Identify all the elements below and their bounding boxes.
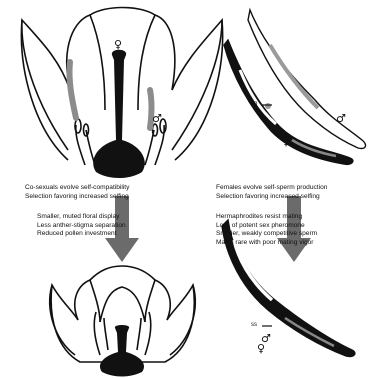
left-outcome-2: Less anther-stigma separation: [37, 222, 126, 231]
left-context-line2: Selection favoring increased selfing: [25, 193, 129, 202]
female-symbol-worm: ♀: [282, 135, 290, 148]
pistil-top: [93, 50, 145, 178]
left-outcome-1: Smaller, muted floral display: [37, 213, 126, 222]
male-symbol-flower: ♂: [152, 112, 162, 125]
right-context-line1: Females evolve self-sperm production: [216, 184, 327, 193]
left-outcome-3: Reduced pollen investment: [37, 230, 126, 239]
right-outcome-2: Loss of potent sex pheromone: [216, 222, 317, 231]
label-ss: ss: [251, 322, 257, 328]
label-cp: cp: [251, 101, 257, 107]
male-symbol-worm: ♂: [336, 112, 346, 125]
right-outcome-4: Males rare with poor mating vigor: [216, 239, 317, 248]
right-context-line2: Selection favoring increased selfing: [216, 193, 327, 202]
left-outcomes: Smaller, muted floral display Less anthe…: [37, 213, 126, 239]
pistil-bottom: [100, 325, 144, 377]
left-context-text: Co-sexuals evolve self-compatibility Sel…: [25, 184, 129, 201]
right-outcome-1: Hermaphrodites resist mating: [216, 213, 317, 222]
right-context-text: Females evolve self-sperm production Sel…: [216, 184, 327, 201]
gray-organ-left: [69, 62, 76, 118]
herm-female-symbol: ♀: [257, 342, 265, 355]
right-outcome-3: Smaller, weakly competitive sperm: [216, 230, 317, 239]
right-outcomes: Hermaphrodites resist mating Loss of pot…: [216, 213, 317, 247]
male-worm: [248, 10, 365, 148]
female-symbol-flower: ♀: [114, 38, 122, 51]
left-context-line1: Co-sexuals evolve self-compatibility: [25, 184, 129, 193]
